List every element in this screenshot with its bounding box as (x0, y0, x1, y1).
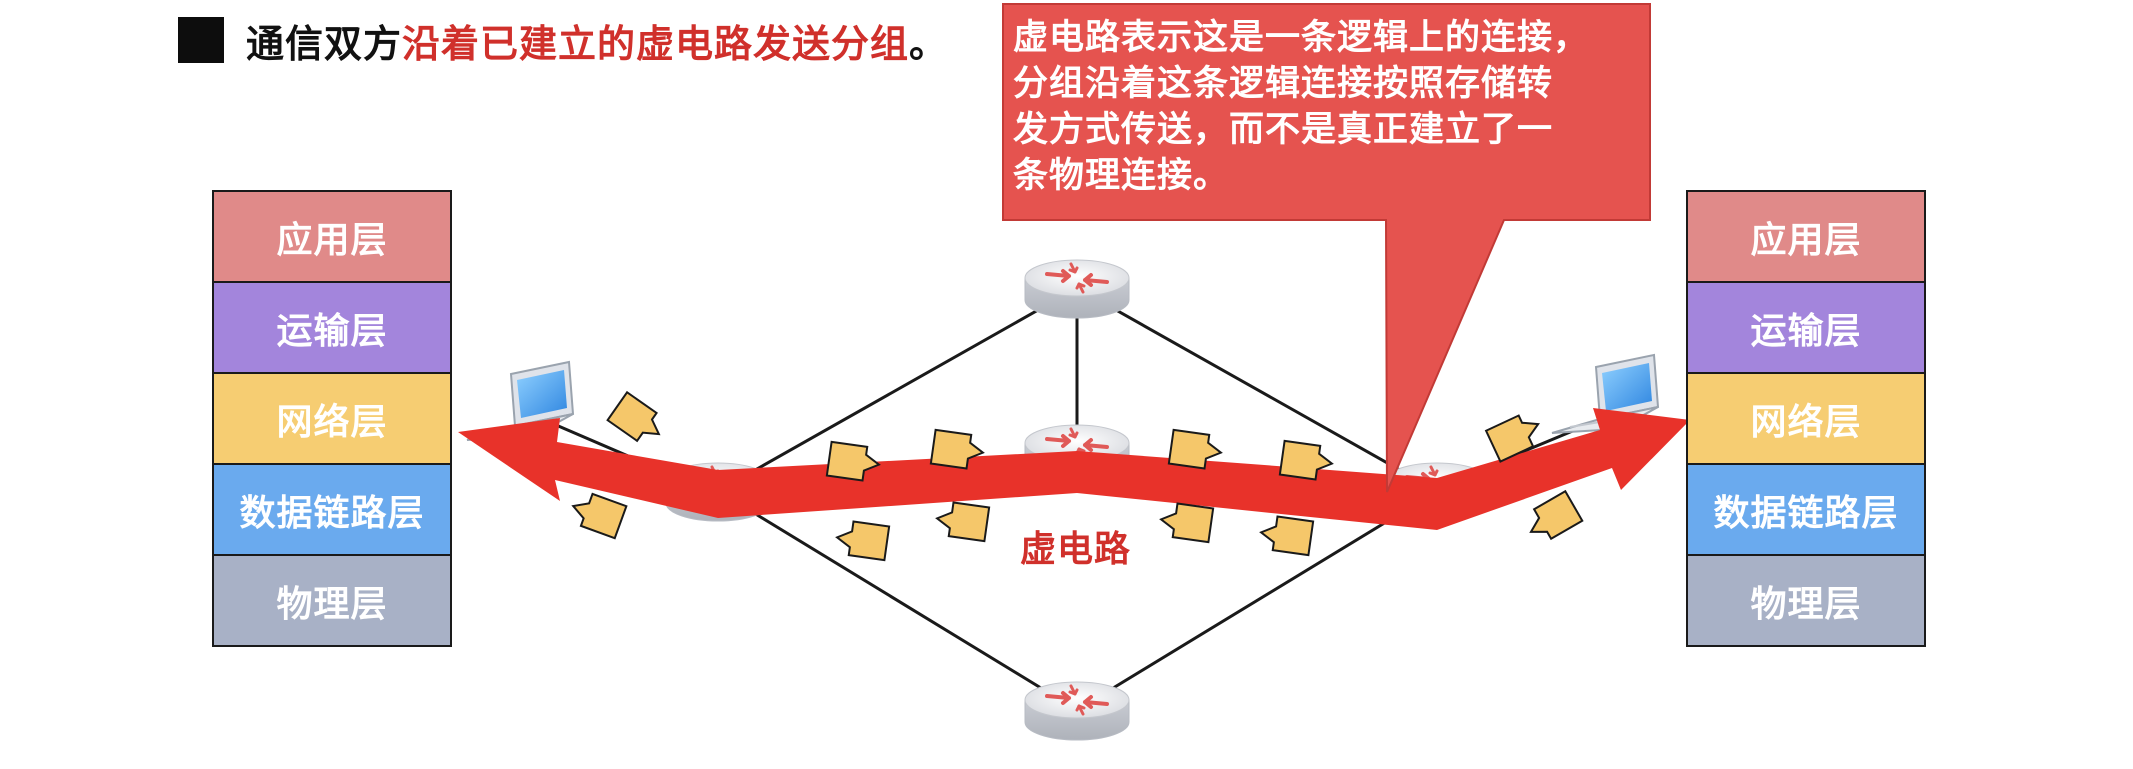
callout-bubble (1002, 3, 1651, 493)
right-layer-physical: 物理层 (1688, 556, 1924, 645)
left-layer-application: 应用层 (214, 192, 450, 283)
left-layer-network: 网络层 (214, 374, 450, 465)
packet-backward-3 (933, 499, 991, 543)
left-layer-datalink: 数据链路层 (214, 465, 450, 556)
title-text: 通信双方沿着已建立的虚电路发送分组。 (246, 13, 948, 68)
title-highlight: 沿着已建立的虚电路发送分组 (402, 21, 910, 66)
packet-backward-6 (1520, 490, 1584, 547)
title-prefix: 通信双方 (246, 21, 403, 66)
title-suffix: 。 (909, 21, 949, 66)
bullet-square (178, 17, 224, 63)
packet-backward-4 (1157, 500, 1215, 544)
link-r1-rbot (717, 489, 1078, 712)
left-layer-transport: 运输层 (214, 283, 450, 374)
right-layer-application: 应用层 (1688, 192, 1924, 283)
link-rbot-r2 (1076, 489, 1438, 712)
packet-forward-1 (606, 391, 670, 450)
router-bottom-icon (1023, 680, 1131, 742)
left-protocol-stack: 应用层 运输层 网络层 数据链路层 物理层 (212, 190, 452, 647)
callout-line-1: 虚电路表示这是一条逻辑上的连接， (1013, 18, 1590, 58)
right-protocol-stack: 应用层 运输层 网络层 数据链路层 物理层 (1686, 190, 1926, 647)
callout-line-3: 发方式传送，而不是真正建立了一 (1013, 110, 1554, 150)
packet-backward-2 (833, 518, 891, 562)
router-top-icon (1023, 258, 1131, 320)
callout-text: 虚电路表示这是一条逻辑上的连接， 分组沿着这条逻辑连接按照存储转 发方式传送，而… (1013, 15, 1645, 199)
right-layer-transport: 运输层 (1688, 283, 1924, 374)
left-layer-physical: 物理层 (214, 556, 450, 645)
virtual-circuit-label: 虚电路 (1020, 529, 1132, 570)
packet-backward-5 (1257, 513, 1315, 557)
right-layer-network: 网络层 (1688, 374, 1924, 465)
callout-line-2: 分组沿着这条逻辑连接按照存储转 (1013, 64, 1554, 104)
link-rtop-r2 (1076, 286, 1438, 493)
right-layer-datalink: 数据链路层 (1688, 465, 1924, 556)
packet-backward-1 (566, 488, 628, 540)
link-r1-rtop (717, 286, 1078, 493)
callout-line-4: 条物理连接。 (1013, 156, 1230, 196)
virtual-circuit-arrow (458, 408, 1690, 530)
slide-title: 通信双方沿着已建立的虚电路发送分组。 (178, 10, 948, 70)
